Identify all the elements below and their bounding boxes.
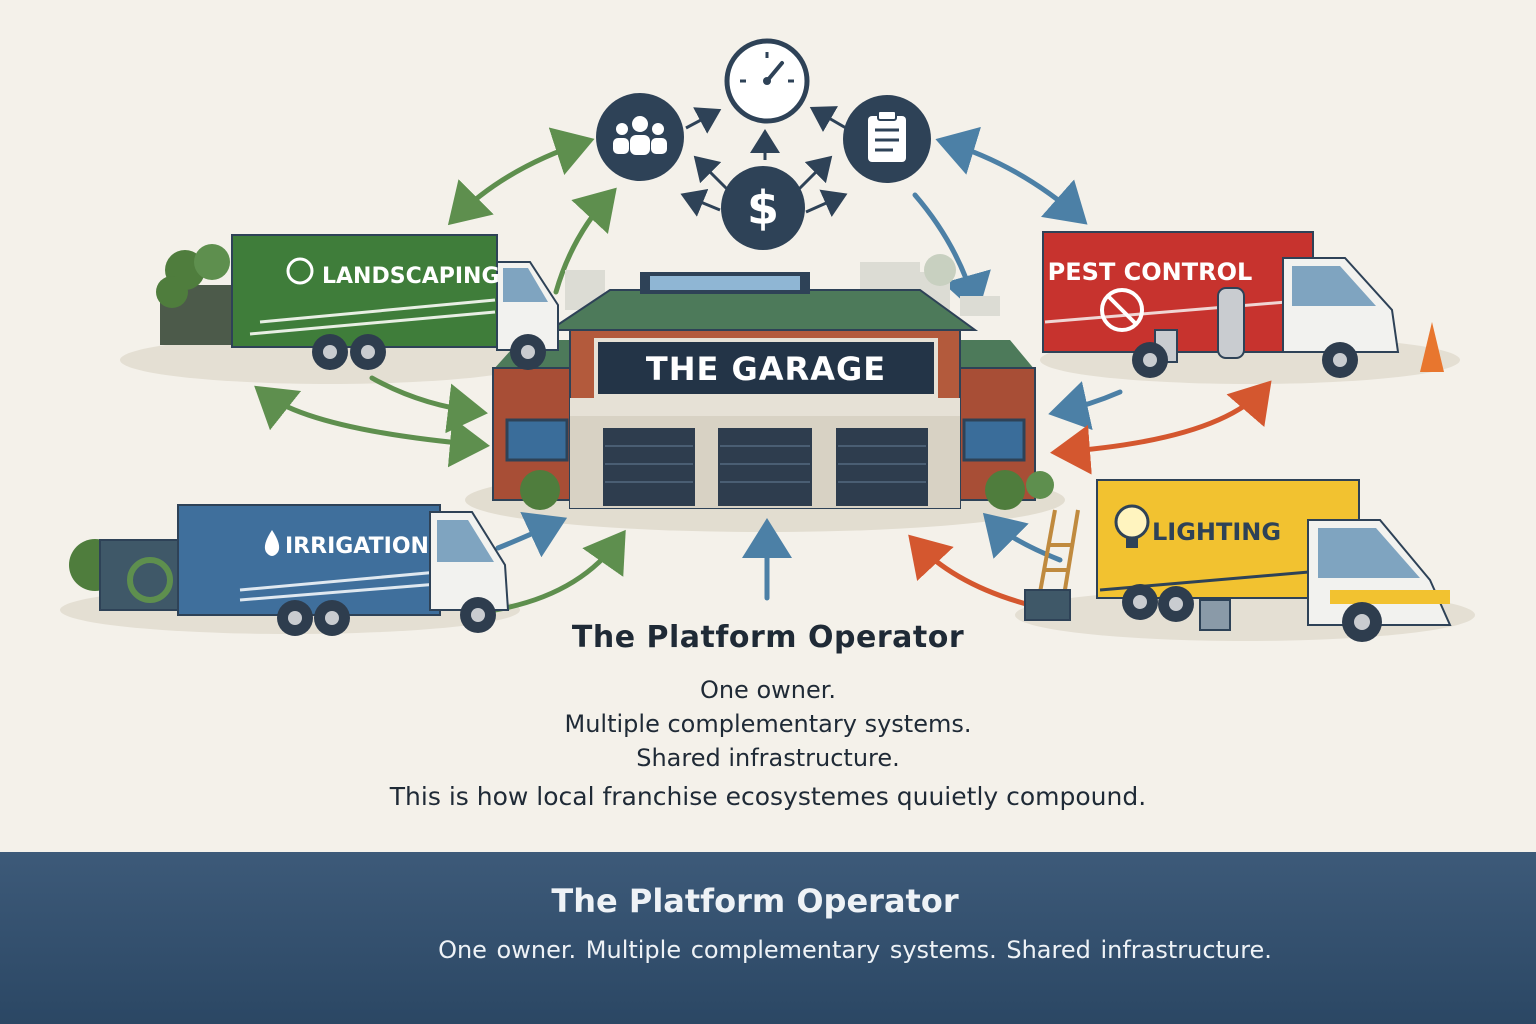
garage-sign-text: THE GARAGE <box>646 350 886 388</box>
caption-line-compound: This is how local franchise ecosystemes … <box>389 782 1147 811</box>
dollar-icon <box>721 166 805 250</box>
pest-control-label: PEST CONTROL <box>1048 258 1253 286</box>
landscaping-label: LANDSCAPING <box>322 264 500 289</box>
garage-sign <box>594 338 938 398</box>
irrigation-label: IRRIGATION <box>285 534 429 559</box>
caption-line-owner: One owner. <box>699 676 837 704</box>
tree-icon <box>286 257 314 285</box>
truck-irrigation: IRRIGATION <box>69 504 510 636</box>
arrow-pest-garage-2 <box>1050 380 1272 475</box>
footer-banner: The Platform Operator One owner. Multipl… <box>0 852 1536 1024</box>
arrow-garage-hub-left <box>553 187 617 295</box>
arrow-landscaping-garage-2 <box>369 375 488 434</box>
arrow-lighting-garage <box>908 534 1033 608</box>
hub-icon-group: $ <box>596 38 931 250</box>
footer-title: The Platform Operator <box>551 882 959 920</box>
light-bulb-icon <box>1114 504 1150 540</box>
garage-building: THE GARAGE <box>492 272 1054 510</box>
traffic-cone <box>1420 322 1444 372</box>
lighting-label: LIGHTING <box>1152 518 1281 546</box>
arrow-irrigation-garage-2 <box>492 529 626 613</box>
footer-subtitle: One owner. Multiple complementary system… <box>438 936 1272 964</box>
landscaping-box <box>231 234 498 348</box>
arrow-garage-hub-right <box>912 192 991 315</box>
caption-title: The Platform Operator <box>571 620 965 655</box>
platform-diagram: $ <box>60 38 1475 642</box>
arrow-lighting-garage-2 <box>982 512 1063 563</box>
arrow-pest-garage <box>1048 381 1123 431</box>
irrigation-box <box>177 504 441 616</box>
arrow-irrigation-garage <box>495 511 568 558</box>
caption-line-infrastructure: Shared infrastructure. <box>636 744 900 772</box>
hub-arrows <box>680 106 848 218</box>
water-drop-icon <box>264 530 280 556</box>
background-buildings <box>565 254 1000 316</box>
truck-lighting: LIGHTING <box>1024 479 1452 642</box>
flow-arrows <box>254 126 1272 613</box>
arrow-landscaping-hub <box>447 127 595 226</box>
arrow-landscaping-garage <box>254 385 490 468</box>
truck-pest-control: PEST CONTROL <box>1042 231 1444 378</box>
arrow-pest-hub <box>935 126 1088 225</box>
no-bug-icon <box>1100 288 1144 332</box>
truck-landscaping: LANDSCAPING <box>156 234 559 370</box>
svg-text:$: $ <box>747 181 779 235</box>
caption-line-systems: Multiple complementary systems. <box>564 710 972 738</box>
